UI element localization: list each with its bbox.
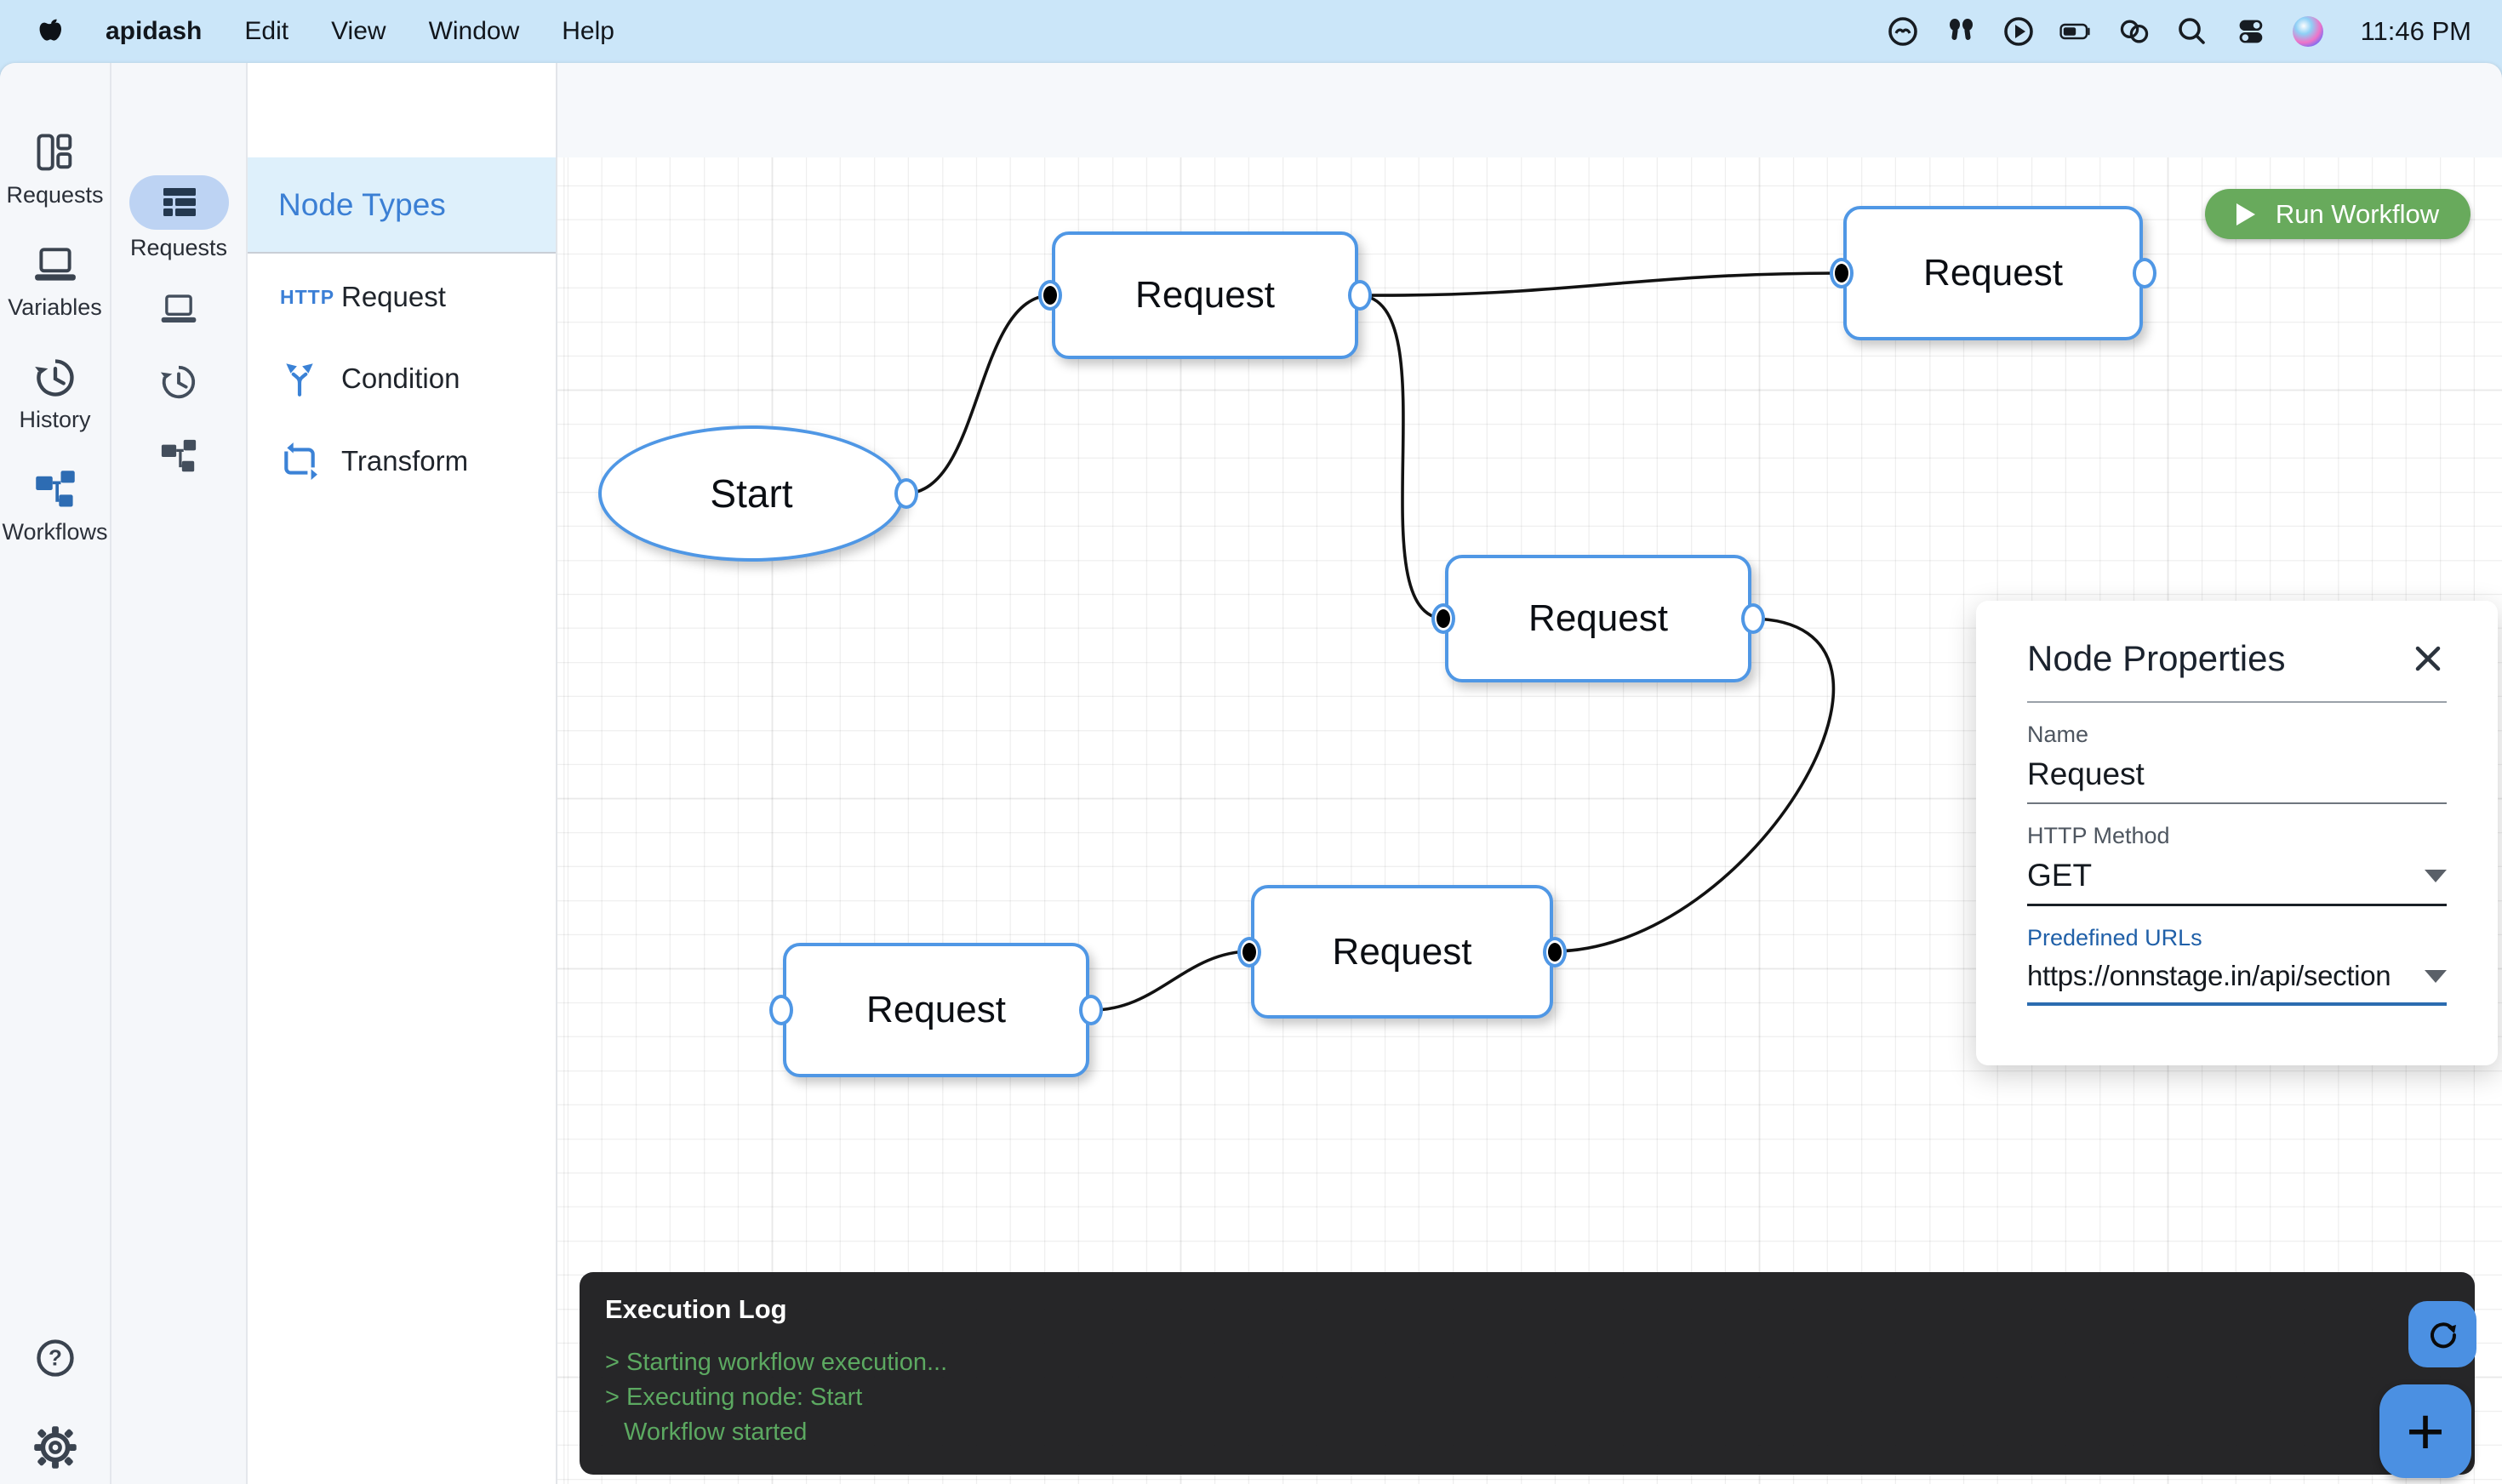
chevron-down-icon[interactable]: [2425, 869, 2447, 882]
condition-icon: [280, 359, 341, 398]
workflow-node-req4[interactable]: Request: [769, 943, 1103, 1077]
refresh-log-button[interactable]: [2408, 1301, 2476, 1367]
add-node-button[interactable]: +: [2379, 1384, 2471, 1478]
node-port-left[interactable]: [1237, 936, 1261, 967]
workflow-node-req3[interactable]: Request: [1431, 555, 1765, 682]
settings-gear-button[interactable]: [0, 1424, 110, 1475]
field-label: Predefined URLs: [2027, 925, 2202, 950]
node-port-right[interactable]: [1348, 280, 1372, 311]
http-method-value[interactable]: GET: [2027, 858, 2093, 893]
transform-icon: [280, 442, 341, 481]
rail-item-requests-selected[interactable]: [129, 175, 229, 230]
sidebar-item-label: Workflows: [2, 519, 108, 545]
workflow-node-req5[interactable]: Request: [1237, 885, 1567, 1019]
node-label: Start: [710, 471, 793, 516]
predefined-url-value[interactable]: https://onnstage.in/api/section: [2027, 960, 2391, 991]
siri-icon: [2291, 14, 2325, 49]
sidebar-item-label: History: [19, 407, 91, 432]
play-icon: [2236, 203, 2255, 225]
node-port-left[interactable]: [1038, 280, 1062, 311]
node-port-right[interactable]: [1741, 603, 1765, 634]
field-label: HTTP Method: [2027, 823, 2170, 848]
node-type-label: Transform: [341, 445, 469, 477]
rail-item-variables[interactable]: [111, 291, 246, 333]
sidebar-item-label: Variables: [8, 294, 102, 320]
chevron-down-icon[interactable]: [2425, 969, 2447, 983]
handoff-icon[interactable]: [2117, 14, 2151, 49]
rail-item-history[interactable]: [111, 362, 246, 406]
node-type-transform[interactable]: Transform: [248, 425, 556, 497]
close-icon[interactable]: [2409, 640, 2447, 677]
requests-rail: Requests: [111, 63, 248, 1484]
rail-item-label: Requests: [129, 235, 228, 260]
name-field[interactable]: Name Request: [2027, 722, 2447, 804]
node-type-request[interactable]: HTTP Request: [248, 261, 556, 333]
workflow-canvas[interactable]: [557, 157, 2502, 1484]
battery-icon[interactable]: [2059, 14, 2094, 49]
sidebar-item-label: Requests: [6, 182, 104, 208]
control-center-icon[interactable]: [2233, 14, 2267, 49]
node-port-right[interactable]: [2133, 258, 2156, 288]
workflow-node-req1[interactable]: Request: [1038, 231, 1372, 359]
sidebar-item-requests[interactable]: Requests: [0, 131, 110, 208]
node-types-panel: Node Types HTTP Request Condition Transf…: [248, 63, 557, 1484]
apple-menu-icon[interactable]: [36, 14, 66, 49]
spotlight-search-icon[interactable]: [2175, 14, 2209, 49]
sidebar-item-workflows[interactable]: Workflows: [0, 468, 110, 545]
node-port-right[interactable]: [894, 478, 918, 509]
refresh-icon: [2431, 1322, 2457, 1349]
table-icon: [163, 188, 196, 216]
menu-window[interactable]: Window: [428, 17, 520, 45]
sidebar-item-history[interactable]: History: [0, 356, 110, 433]
node-type-condition[interactable]: Condition: [248, 343, 556, 414]
node-port-left[interactable]: [1830, 258, 1854, 288]
log-line: > Executing node: Start: [605, 1384, 863, 1411]
svg-text:?: ?: [49, 1345, 62, 1371]
execution-log-title: Execution Log: [605, 1294, 787, 1324]
primary-sidebar: Requests Variables History Workflows ?: [0, 63, 111, 1484]
properties-title: Node Properties: [2027, 638, 2286, 678]
log-line: Workflow started: [624, 1418, 808, 1446]
node-label: Request: [866, 989, 1006, 1030]
menu-help[interactable]: Help: [562, 17, 614, 45]
creative-cloud-icon[interactable]: [1886, 14, 1920, 49]
run-workflow-label: Run Workflow: [2275, 198, 2440, 229]
help-button[interactable]: ?: [0, 1336, 110, 1384]
node-label: Request: [1332, 930, 1472, 973]
node-port-right[interactable]: [1543, 936, 1567, 967]
rail-item-workflows[interactable]: [111, 437, 246, 481]
execution-log-lines: > Starting workflow execution... > Execut…: [605, 1345, 2449, 1450]
node-type-label: Condition: [341, 362, 460, 394]
predefined-urls-select[interactable]: Predefined URLs https://onnstage.in/api/…: [2027, 925, 2447, 1006]
sidebar-item-variables[interactable]: Variables: [0, 243, 110, 321]
log-line: > Starting workflow execution...: [605, 1349, 948, 1376]
workflow-node-start[interactable]: Start: [598, 425, 918, 562]
http-badge: HTTP: [280, 285, 335, 308]
node-label: Request: [1923, 252, 2063, 294]
node-port-right[interactable]: [1079, 995, 1103, 1025]
app-window: New Workflow StartRequestRequestRequestR…: [0, 63, 2502, 1484]
node-port-left[interactable]: [1431, 603, 1455, 634]
node-type-label: Request: [341, 281, 446, 312]
menu-view[interactable]: View: [331, 17, 386, 45]
node-port-left[interactable]: [769, 995, 793, 1025]
menu-edit[interactable]: Edit: [244, 17, 289, 45]
field-label: Name: [2027, 722, 2089, 747]
workflow-node-req2[interactable]: Request: [1830, 206, 2156, 340]
run-workflow-button[interactable]: Run Workflow: [2205, 189, 2471, 239]
menu-app-name[interactable]: apidash: [106, 17, 203, 45]
node-label: Request: [1528, 597, 1668, 639]
name-value[interactable]: Request: [2027, 756, 2145, 791]
macos-menu-bar: apidash Edit View Window Help 11:46 PM: [0, 0, 2502, 63]
clock: 11:46 PM: [2360, 16, 2471, 46]
execution-log-panel: Execution Log > Starting workflow execut…: [580, 1272, 2475, 1475]
node-types-header: Node Types: [248, 157, 556, 254]
play-circle-icon[interactable]: [2002, 14, 2036, 49]
airpods-icon[interactable]: [1944, 14, 1978, 49]
divider: [2027, 701, 2447, 703]
node-properties-panel: Node Properties Name Request HTTP Method…: [1976, 601, 2498, 1065]
node-label: Request: [1135, 274, 1275, 316]
http-method-select[interactable]: HTTP Method GET: [2027, 823, 2447, 906]
